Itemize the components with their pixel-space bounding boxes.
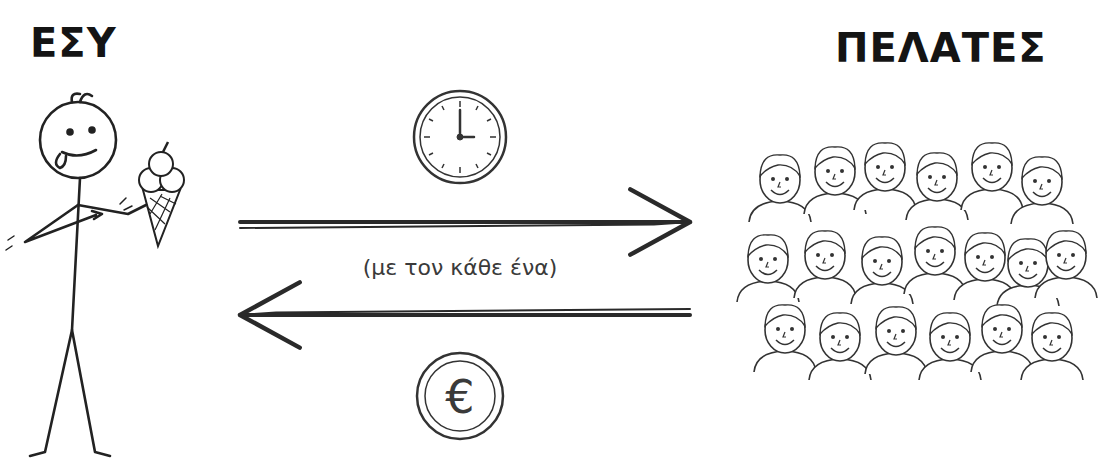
figure-eye: [68, 130, 73, 135]
arrow-head: [240, 282, 300, 347]
coin-icon: [417, 353, 503, 439]
arrow-head: [630, 189, 690, 254]
coin-rim: [417, 353, 503, 439]
clock-center: [457, 134, 463, 140]
arrow-shaft-sketch: [240, 222, 690, 228]
coin-symbol: €: [445, 374, 474, 420]
arrow-shaft-sketch: [240, 309, 690, 315]
figure-eye: [90, 128, 95, 133]
coin-inner: [425, 361, 495, 431]
person-face: [854, 143, 916, 210]
person-face: [737, 235, 799, 302]
motion-marks: [6, 198, 132, 250]
figure-group: ΠΕΛΑΤΕΣ: [690, 20, 1090, 390]
cone-pattern: [147, 194, 176, 230]
figure-group: ΕΣΥ: [15, 15, 240, 460]
stick-figure: [6, 94, 150, 456]
connector-layer: [240, 189, 690, 347]
cone: [143, 190, 180, 246]
person-face: [971, 305, 1033, 372]
arrow-shaft: [240, 220, 690, 224]
group-heading: ΕΣΥ: [30, 20, 117, 66]
figure-head: [40, 102, 116, 178]
figure-right-arm: [78, 203, 150, 214]
figure-legs: [30, 330, 110, 456]
clock-face: [420, 97, 500, 177]
figure-body: [72, 178, 80, 330]
wafer: [163, 142, 168, 152]
clock-ticks: [424, 101, 496, 173]
person-face: [904, 227, 966, 294]
flow-arrow: [240, 282, 690, 347]
figure-hair: [72, 94, 92, 102]
person-face: [961, 143, 1023, 210]
person-face: [865, 307, 927, 374]
arrow-shaft: [240, 313, 690, 317]
group-heading: ΠΕΛΑΤΕΣ: [835, 25, 1047, 71]
flow-arrow: [240, 189, 690, 254]
person-face: [1021, 313, 1083, 380]
person-face: [749, 155, 811, 222]
person-face: [809, 313, 871, 380]
clock-icon: [414, 91, 506, 183]
figure-left-arm: [25, 205, 102, 242]
clock-hands: [460, 110, 474, 137]
figure-tongue: [56, 154, 66, 168]
note-text: (με τον κάθε ένα): [363, 257, 558, 279]
person-face: [906, 153, 968, 220]
crowd-illustration: [737, 143, 1097, 380]
figure-mouth: [62, 150, 96, 156]
ice-cream-cone: [139, 142, 184, 246]
person-face: [754, 305, 816, 372]
person-face: [794, 231, 856, 298]
clock-rim: [414, 91, 506, 183]
person-face: [1035, 231, 1097, 298]
person-face: [1011, 157, 1073, 224]
scoop: [149, 152, 173, 176]
